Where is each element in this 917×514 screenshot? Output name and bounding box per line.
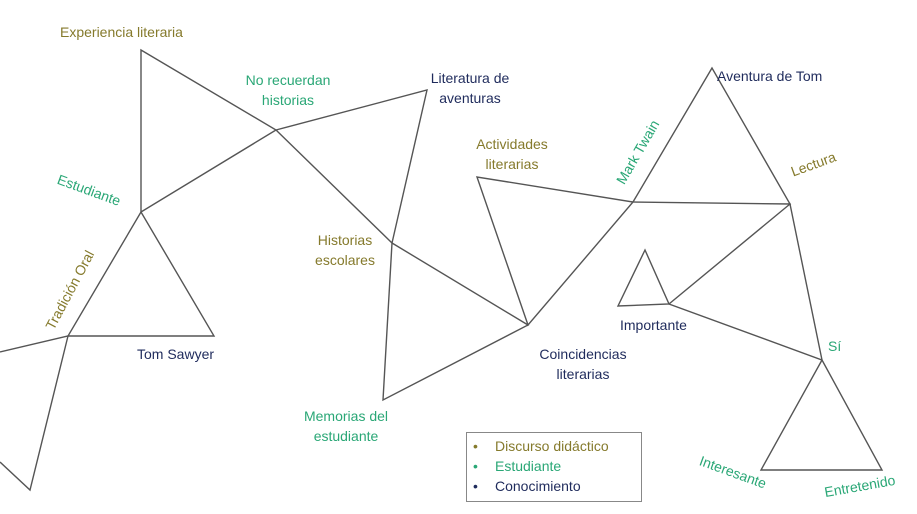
node-si: Sí xyxy=(828,338,842,354)
node-importante: Importante xyxy=(620,317,687,333)
legend-label: Conocimiento xyxy=(495,478,581,494)
legend: •Discurso didáctico •Estudiante •Conocim… xyxy=(466,432,642,502)
triangle-actividades xyxy=(475,176,635,327)
triangle-historias xyxy=(382,241,530,402)
legend-item-conocimiento: •Conocimiento xyxy=(473,478,581,494)
triangle-experiencia xyxy=(140,48,278,214)
legend-item-discurso: •Discurso didáctico xyxy=(473,438,609,454)
node-no-recuerdan: No recuerdan historias xyxy=(245,72,331,108)
triangle-si xyxy=(759,358,884,471)
legend-label: Estudiante xyxy=(495,458,562,474)
node-aventura-tom: Aventura de Tom xyxy=(717,68,823,84)
node-historias-escolares: Historias escolares xyxy=(315,232,375,268)
edge-tradicion xyxy=(0,335,69,492)
node-coincidencias: Coincidencias literarias xyxy=(539,346,627,382)
node-memorias: Memorias del estudiante xyxy=(303,408,389,444)
node-actividades: Actividades literarias xyxy=(476,136,548,172)
legend-item-estudiante: •Estudiante xyxy=(473,458,562,474)
node-experiencia: Experiencia literaria xyxy=(60,24,183,40)
node-tom-sawyer: Tom Sawyer xyxy=(137,346,215,362)
legend-label: Discurso didáctico xyxy=(495,438,609,454)
triangle-importante xyxy=(616,248,671,307)
triangle-estudiante xyxy=(66,210,216,337)
node-literatura-aventuras: Literatura de aventuras xyxy=(430,70,510,106)
triangle-aventura xyxy=(631,66,792,205)
triangle-lectura xyxy=(667,202,823,362)
triangle-literatura xyxy=(274,89,428,245)
